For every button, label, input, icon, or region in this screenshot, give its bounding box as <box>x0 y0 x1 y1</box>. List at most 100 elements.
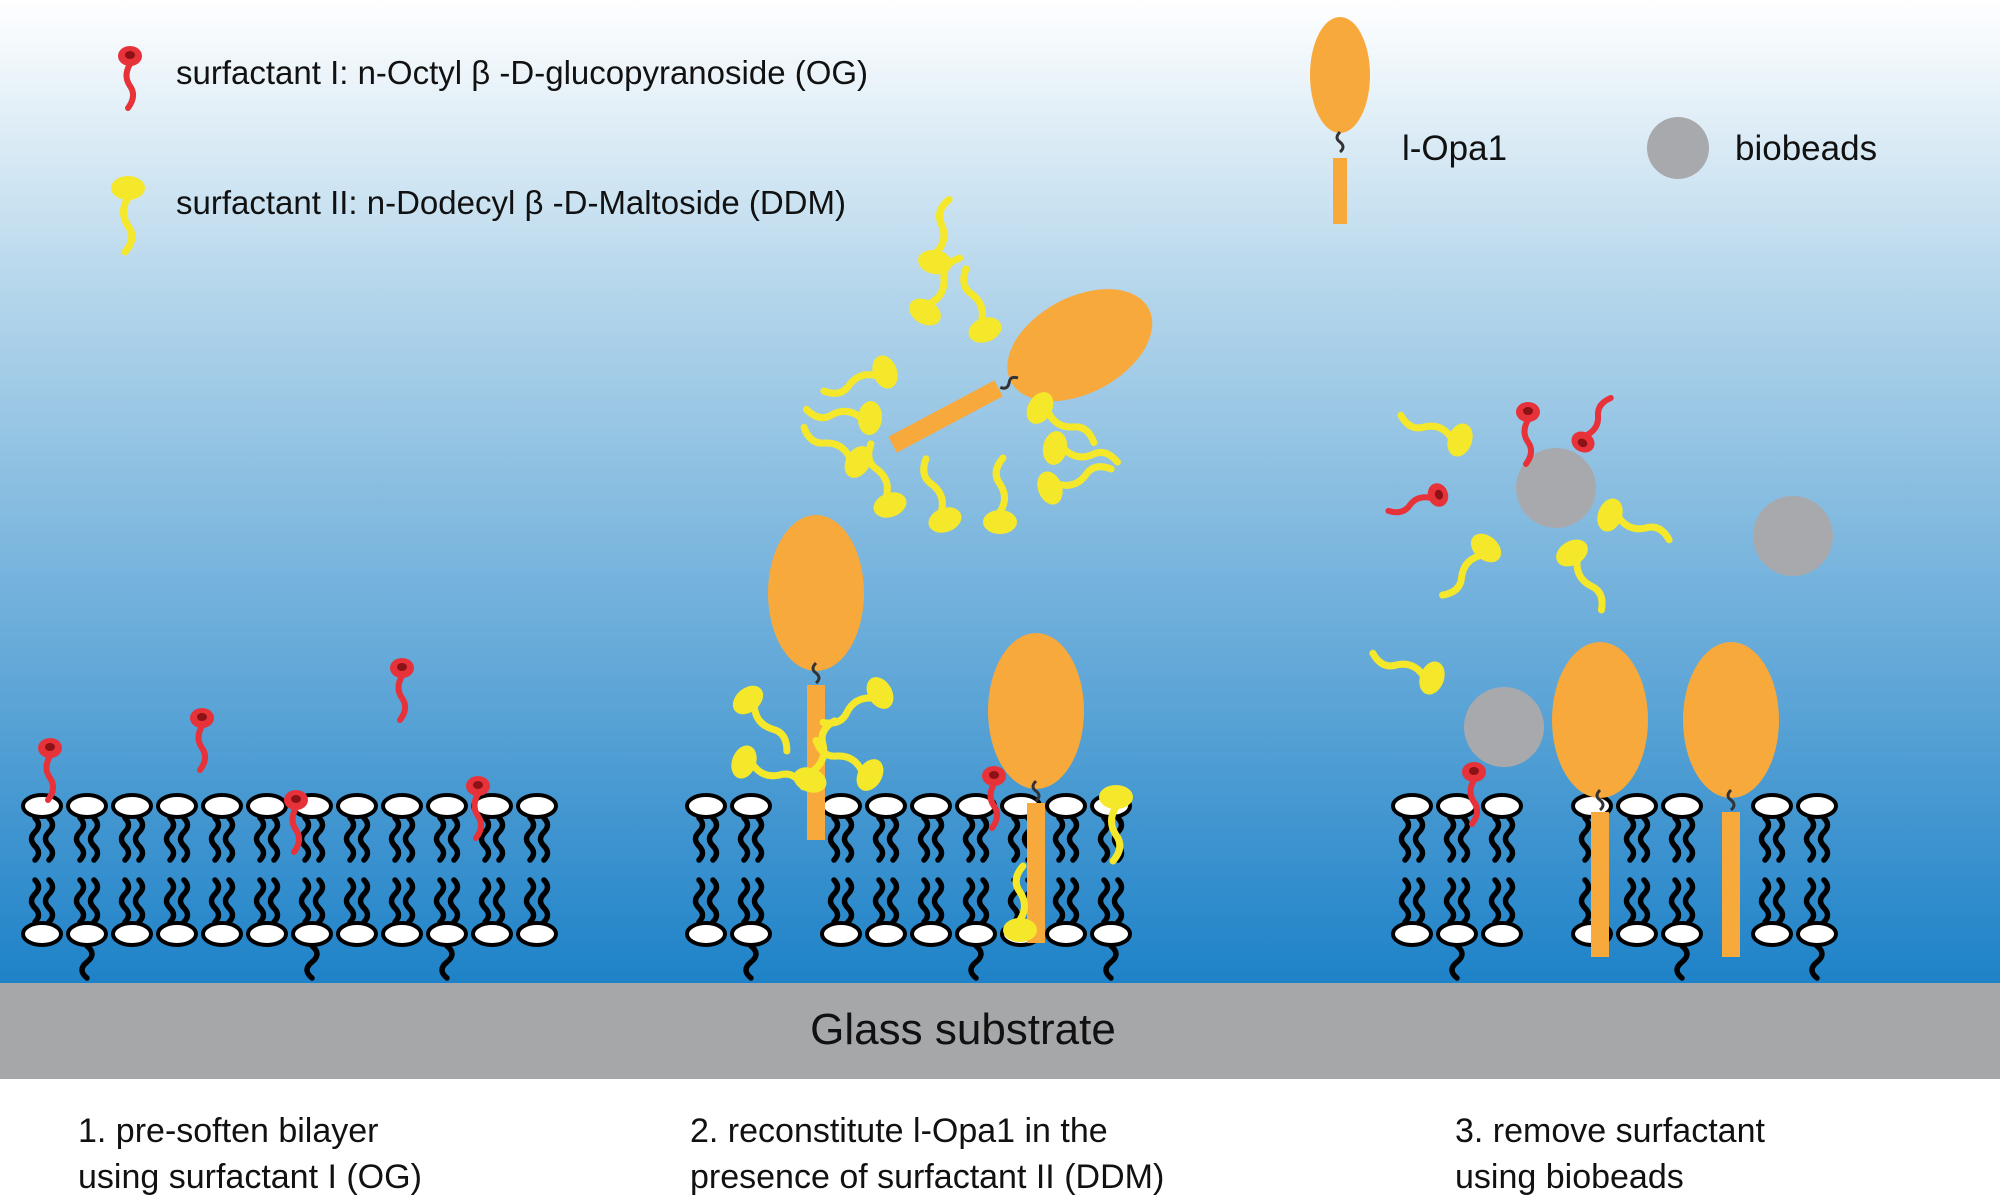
lipid <box>336 877 378 947</box>
lipid-tail <box>1682 815 1696 863</box>
lipid-head <box>1481 793 1523 819</box>
lipid-head <box>426 793 468 819</box>
ddm-tail <box>1012 862 1028 924</box>
ddm-tail <box>809 717 839 775</box>
ddm-surfactant <box>1439 533 1502 599</box>
l-opa1-protein <box>1552 642 1648 957</box>
og-head-center <box>397 663 407 671</box>
og-tail <box>43 753 56 803</box>
ddm-head <box>731 745 757 779</box>
lipid-tail <box>737 877 751 925</box>
step-2-line-2: presence of surfactant II (DDM) <box>690 1158 1165 1196</box>
lipid-tail <box>917 815 931 863</box>
protein-domain <box>1683 642 1779 798</box>
ddm-surfactant <box>732 685 791 755</box>
lipid <box>21 877 63 947</box>
ddm-head <box>1447 423 1473 457</box>
lipid <box>1481 877 1523 947</box>
lipid-tail <box>1668 877 1682 925</box>
lipid-tail <box>976 815 990 863</box>
lipid-tail <box>1668 815 1682 863</box>
lipid <box>21 793 63 863</box>
lipid-tail <box>42 877 56 925</box>
lipid-tail <box>79 943 95 981</box>
ddm-surfactant <box>918 195 953 275</box>
lipid-tail <box>827 815 841 863</box>
lipid-tail <box>751 815 765 863</box>
lipid-tail <box>1111 877 1125 925</box>
legend-surfactant-1: surfactant I: n-Octyl β -D-glucopyranosi… <box>176 54 868 91</box>
lipid-tail <box>523 877 537 925</box>
lipid-head <box>1796 793 1838 819</box>
lipid <box>516 877 558 947</box>
lipid-tail <box>917 877 931 925</box>
lipid-tail <box>886 815 900 863</box>
lipid-tail <box>357 815 371 863</box>
biobead <box>1516 448 1596 528</box>
lipid-head <box>1045 921 1087 947</box>
lipid-head <box>201 921 243 947</box>
lipid <box>1090 877 1132 947</box>
ddm-head <box>1470 533 1502 563</box>
ddm-surfactant <box>1597 498 1673 544</box>
lipid-tail <box>177 877 191 925</box>
ddm-surfactant <box>1037 463 1115 505</box>
og-tail <box>987 781 1000 831</box>
lipid-head <box>156 921 198 947</box>
lipid-tail <box>537 877 551 925</box>
lipid-tail <box>1758 815 1772 863</box>
lipid-tail <box>1398 877 1412 925</box>
lipid-head <box>1391 921 1433 947</box>
og-surfactant <box>118 46 142 111</box>
ddm-surfactant <box>960 265 1002 343</box>
ddm-head <box>873 492 907 518</box>
lipid-tail <box>87 815 101 863</box>
lipid-tail <box>1637 877 1651 925</box>
lipid-head <box>381 793 423 819</box>
lipid-tail <box>1809 943 1825 981</box>
lipid <box>1751 877 1793 947</box>
ddm-head <box>856 759 884 791</box>
lipid-tail <box>388 815 402 863</box>
ddm-surfactant-legend-icon <box>111 176 145 256</box>
lipid-tail <box>1682 877 1696 925</box>
lipid-tail <box>537 815 551 863</box>
ddm-surfactant <box>820 355 898 397</box>
og-tail <box>1521 417 1534 467</box>
lipid <box>955 793 997 863</box>
ddm-head <box>1003 918 1037 942</box>
lipid <box>1391 793 1433 863</box>
step-3-line-2: using biobeads <box>1455 1158 1684 1196</box>
lipid <box>201 877 243 947</box>
protein-domain <box>1310 17 1370 133</box>
lipid-tail <box>1412 877 1426 925</box>
lipid <box>1436 793 1478 863</box>
lipid-head <box>910 793 952 819</box>
lipid-tail <box>931 877 945 925</box>
lipid-tail <box>1803 815 1817 863</box>
lipid-tail <box>1623 877 1637 925</box>
ddm-surfactant <box>983 454 1017 534</box>
lipid-tail <box>931 815 945 863</box>
lipid-tail <box>1674 943 1690 981</box>
lipid-head <box>865 793 907 819</box>
lipid <box>1751 793 1793 863</box>
ddm-head <box>909 298 941 326</box>
ddm-tail <box>1573 558 1606 614</box>
protein-linker <box>1031 779 1041 803</box>
lipid-tail <box>222 877 236 925</box>
og-surfactant <box>1571 394 1614 453</box>
og-head-center <box>1523 407 1533 415</box>
lipid-tail <box>267 815 281 863</box>
lipid <box>1661 793 1703 863</box>
lipid-tail <box>1443 815 1457 863</box>
lipid-tail <box>132 815 146 863</box>
lipid-tail <box>886 877 900 925</box>
lipid-tail <box>1578 815 1592 863</box>
lipid-head <box>516 793 558 819</box>
protein-transmembrane-rod <box>1027 803 1045 943</box>
step-1-line-1: 1. pre-soften bilayer <box>78 1112 379 1150</box>
ddm-surfactant <box>793 717 839 793</box>
lipid-tail <box>706 877 720 925</box>
